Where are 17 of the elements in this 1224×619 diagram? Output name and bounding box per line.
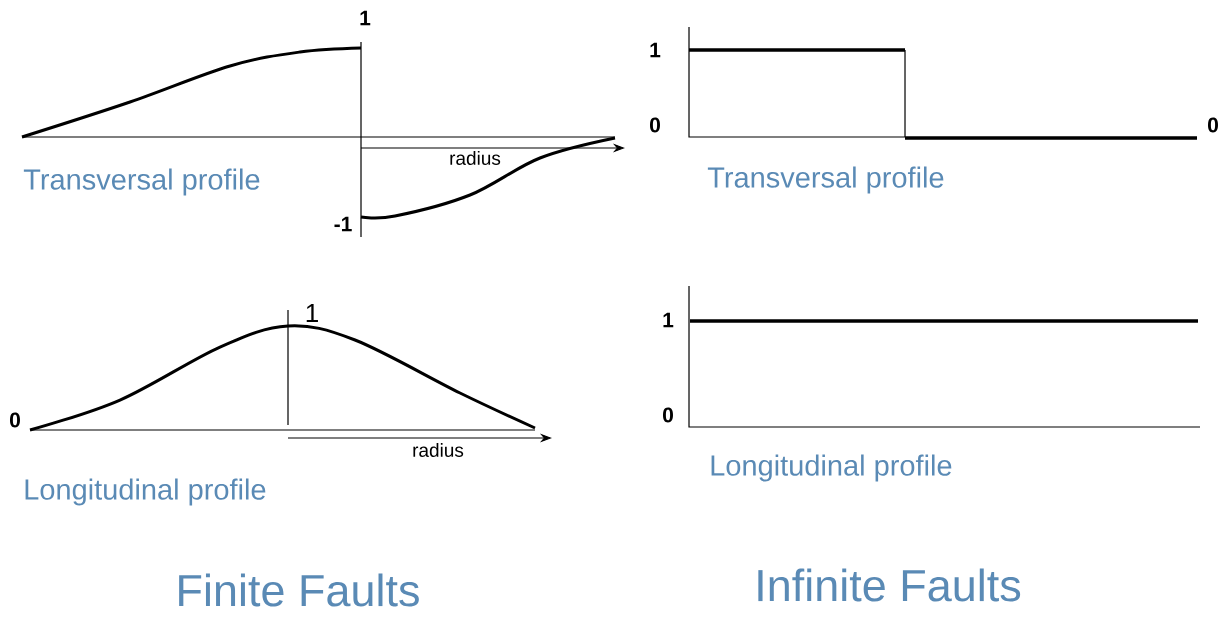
panel-title: Infinite Faults [758,568,1021,602]
profile-caption: Longitudinal profile [711,454,952,482]
tick-label: 0 [10,412,20,428]
tick-label: 0 [1208,117,1218,133]
profile-caption: Transversal profile [23,168,260,196]
tick-label: 0 [650,117,660,133]
tick-label: 1 [360,10,371,26]
profile-caption: Transversal profile [707,166,944,194]
axis-label: radius [413,443,464,457]
tick-label: 0 [663,407,673,423]
profile-caption: Longitudinal profile [25,478,266,506]
tick-label: 1 [663,312,674,328]
tick-label: 1 [650,42,661,58]
axis-label: radius [450,151,501,165]
panel-title: Finite Faults [179,573,419,607]
tick-label: -1 [334,216,352,232]
tick-label: 1 [306,304,318,322]
